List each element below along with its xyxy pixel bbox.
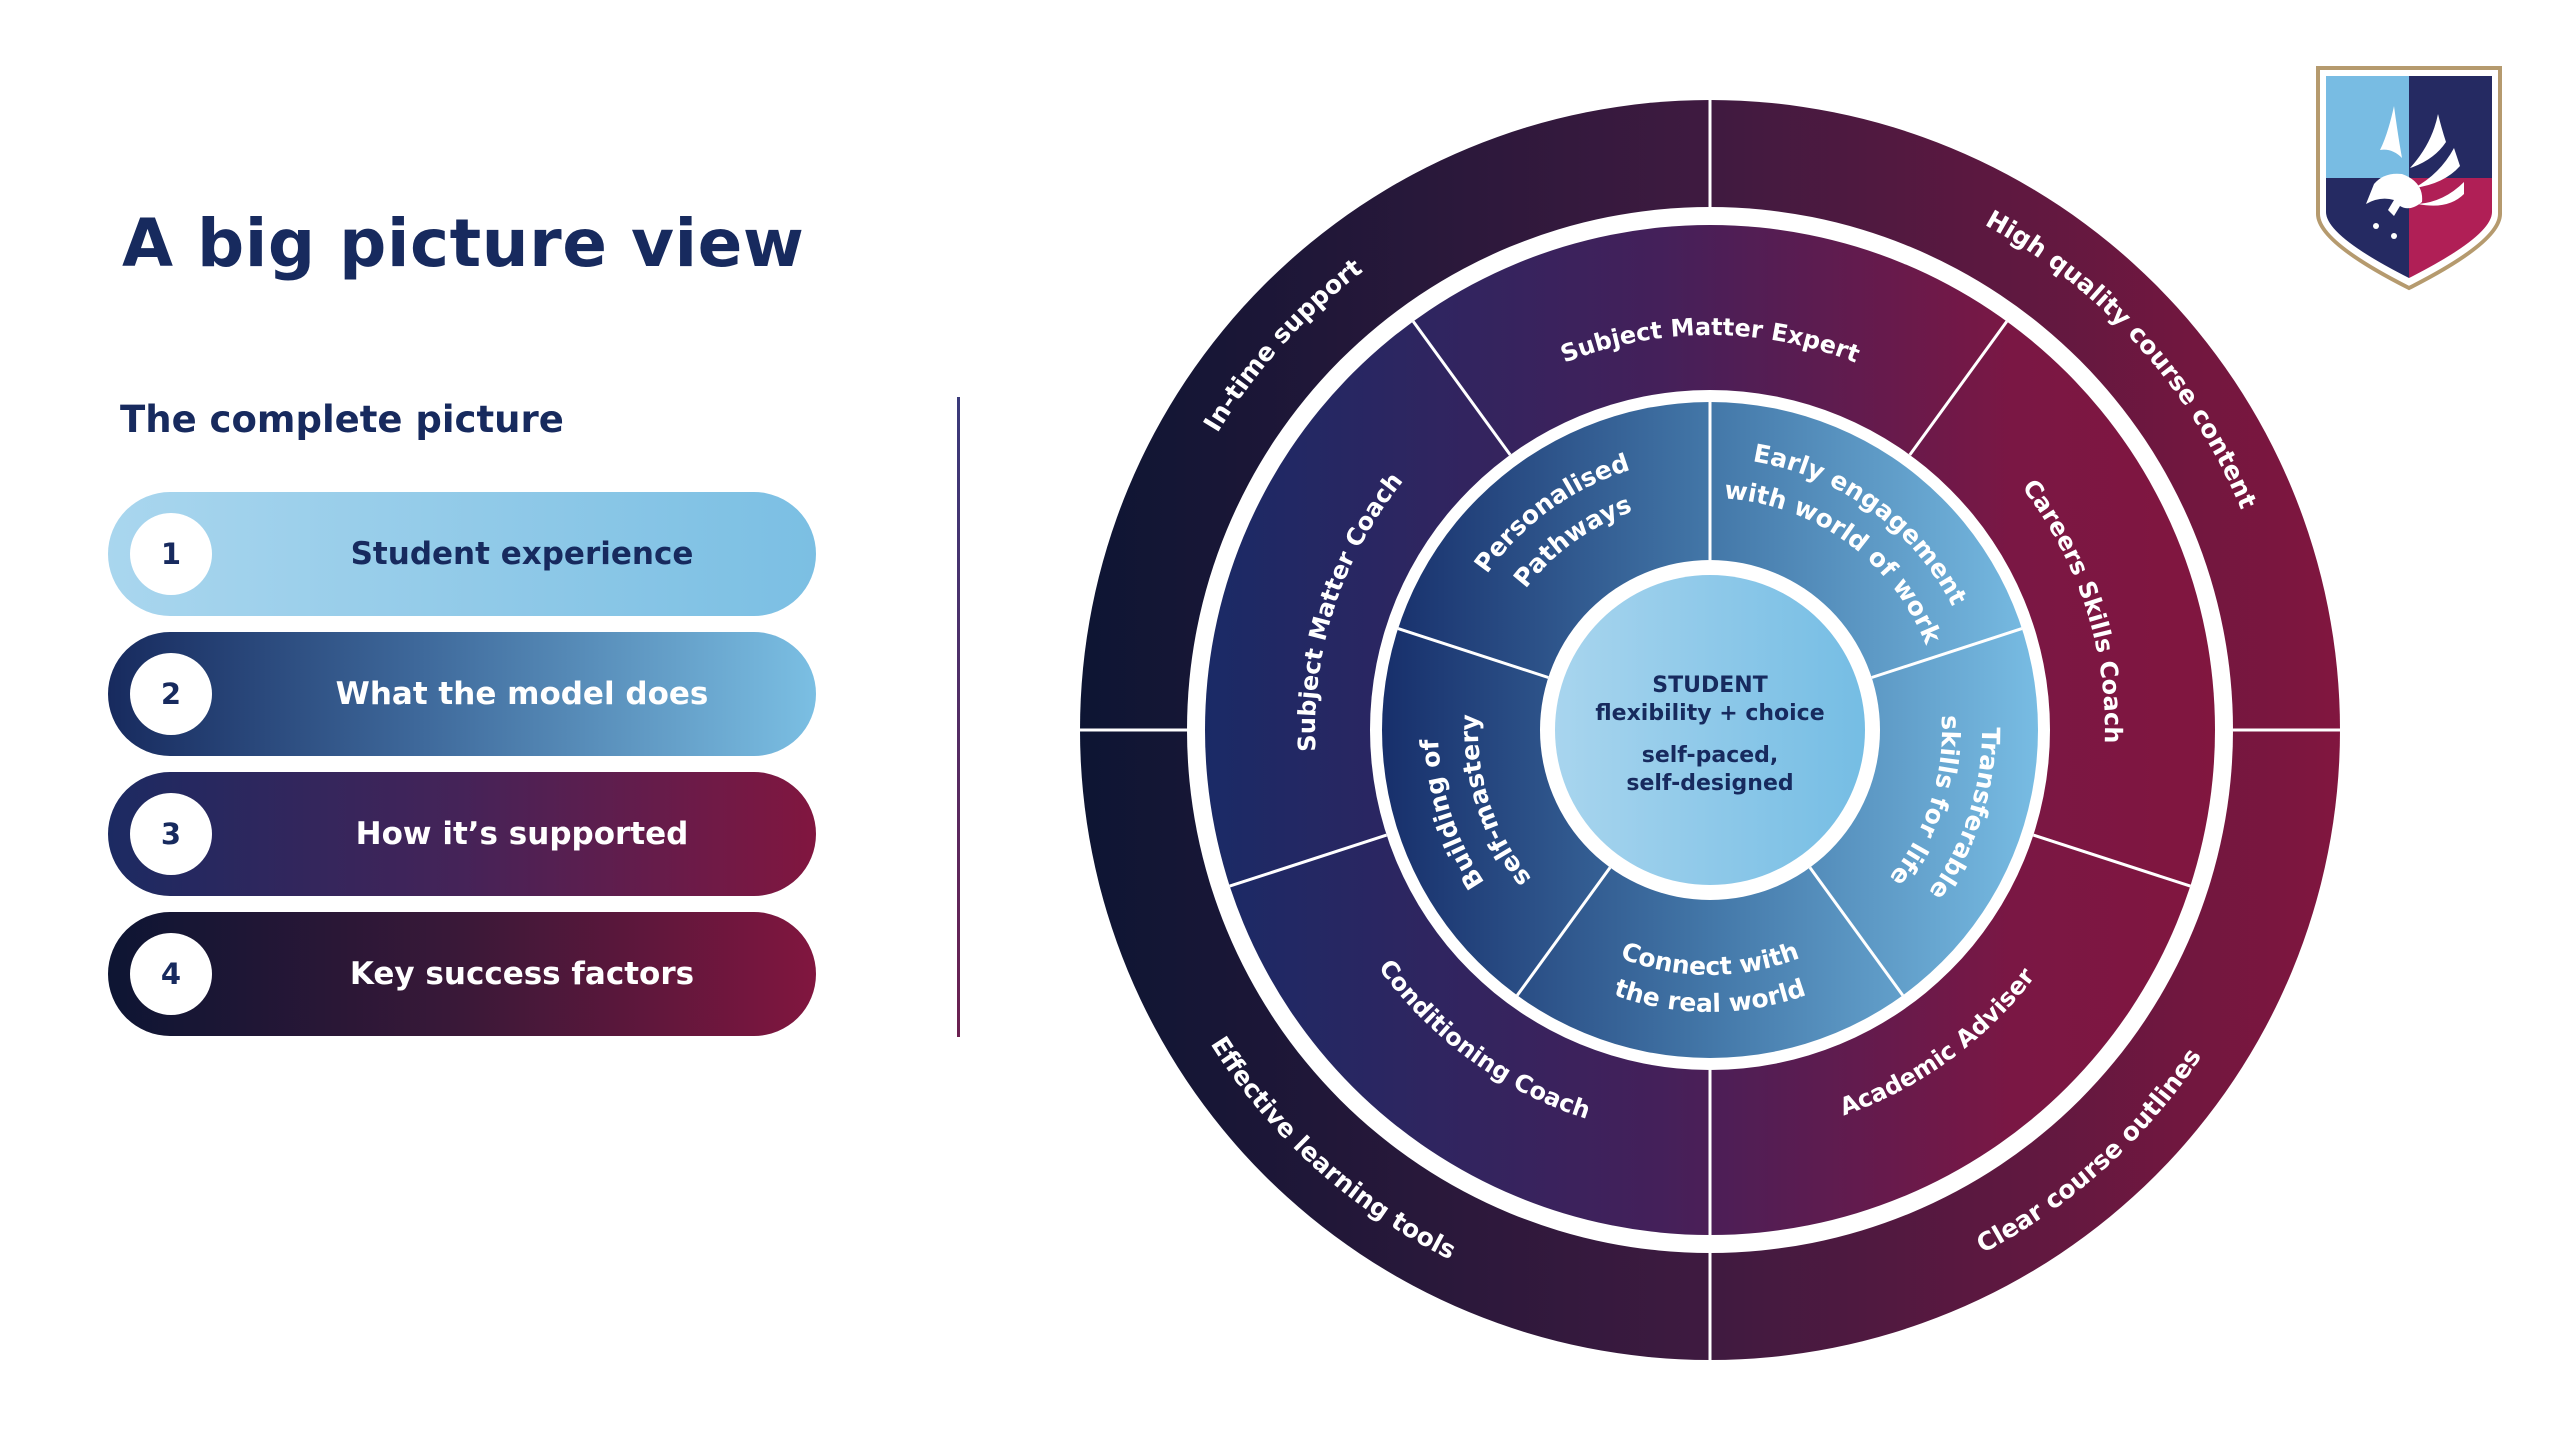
inner-segment-divider	[1871, 627, 2023, 679]
inner-segment-divider	[1397, 627, 1549, 679]
middle-segment-divider	[2032, 833, 2191, 888]
menu-item-what-the-model-does[interactable]: 2 What the model does	[108, 632, 816, 756]
menu-item-student-experience[interactable]: 1 Student experience	[108, 492, 816, 616]
middle-segment-divider	[1411, 320, 1512, 456]
menu-item-how-its-supported[interactable]: 3 How it’s supported	[108, 772, 816, 896]
vertical-divider	[957, 397, 960, 1037]
center-circle	[1555, 575, 1865, 885]
center-line-self-paced: self-paced,	[1642, 743, 1779, 768]
center-text: STUDENT flexibility + choice self-paced,…	[1595, 673, 1824, 796]
middle-segment-divider	[1908, 320, 2009, 456]
section-subtitle: The complete picture	[120, 398, 564, 441]
menu-item-label: What the model does	[335, 676, 709, 712]
menu-item-number-badge: 1	[130, 513, 212, 595]
center-line-self-designed: self-designed	[1626, 771, 1793, 796]
middle-segment-divider	[1229, 833, 1388, 888]
page-title: A big picture view	[122, 205, 805, 282]
center-heading: STUDENT	[1652, 673, 1767, 698]
menu-item-number-badge: 3	[130, 793, 212, 875]
section-menu: 1 Student experience 2 What the model do…	[108, 492, 816, 1052]
menu-item-key-success-factors[interactable]: 4 Key success factors	[108, 912, 816, 1036]
eagle-icon	[2366, 106, 2464, 239]
institution-crest-logo	[2316, 66, 2502, 291]
center-line-flexibility: flexibility + choice	[1595, 701, 1824, 726]
menu-item-label: How it’s supported	[355, 816, 689, 852]
menu-item-number-badge: 4	[130, 933, 212, 1015]
menu-item-label: Student experience	[350, 536, 694, 572]
inner-segment-divider	[1808, 866, 1905, 997]
segment-dividers	[1078, 98, 2342, 1362]
inner-segment-divider	[1515, 866, 1612, 997]
model-wheel-diagram: High quality course content Clear course…	[1078, 98, 2342, 1362]
menu-item-number-badge: 2	[130, 653, 212, 735]
menu-item-label: Key success factors	[349, 956, 695, 992]
